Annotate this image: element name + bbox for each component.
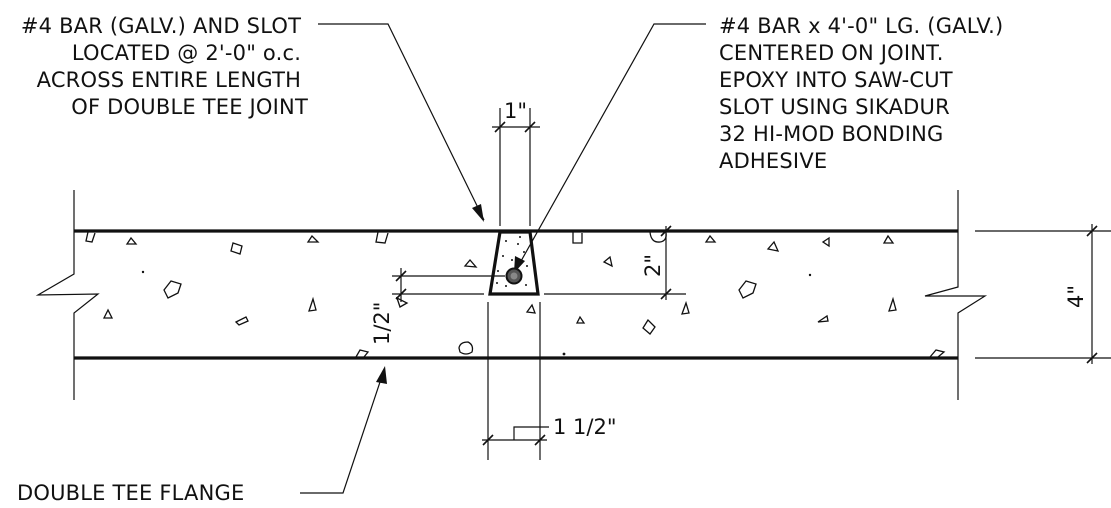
arrowhead-flange bbox=[376, 366, 387, 384]
dim-slot-width-label: 1" bbox=[504, 99, 527, 123]
dim-flange-tick-bottom bbox=[1086, 352, 1098, 364]
dim-joint-tick-left bbox=[482, 434, 494, 446]
dim-slot-depth-label: 2" bbox=[641, 254, 665, 277]
left-break-line bbox=[35, 190, 100, 400]
dim-slot-depth-tick-top bbox=[660, 225, 672, 237]
note-flange: DOUBLE TEE FLANGE bbox=[17, 481, 244, 505]
aggregate-dot bbox=[141, 270, 145, 274]
dim-bar-offset-tick-top bbox=[395, 270, 407, 282]
note-bar-length: #4 BAR x 4'-0" LG. (GALV.) CENTERED ON J… bbox=[719, 14, 1010, 173]
dim-flange-tick-top bbox=[1086, 225, 1098, 237]
bar-inner bbox=[510, 272, 518, 280]
leader-bar-slot bbox=[318, 23, 485, 221]
dim-bar-offset-label: 1/2" bbox=[370, 302, 394, 345]
arrowhead-bar-slot bbox=[472, 204, 484, 222]
right-break-line bbox=[924, 190, 988, 400]
dim-slot-width-tick-right bbox=[524, 121, 536, 133]
dim-slot-depth-tick-bottom bbox=[660, 288, 672, 300]
dim-bar-offset-tick-bottom bbox=[395, 288, 407, 300]
dim-joint-tick-right bbox=[534, 434, 546, 446]
leader-flange bbox=[300, 369, 385, 494]
aggregate-dot bbox=[808, 273, 812, 277]
dim-flange-label: 4" bbox=[1064, 285, 1088, 308]
aggregate-dot bbox=[562, 352, 566, 356]
dim-slot-width-tick-left bbox=[494, 121, 506, 133]
note-bar-slot: #4 BAR (GALV.) AND SLOT LOCATED @ 2'-0" … bbox=[21, 14, 308, 119]
leader-bar-length bbox=[515, 23, 706, 271]
dim-joint-leader bbox=[513, 426, 549, 440]
concrete-aggregate-hatch bbox=[85, 231, 946, 358]
saw-cut-slot bbox=[488, 230, 540, 296]
epoxy-stipple bbox=[496, 236, 528, 287]
dim-joint-label: 1 1/2" bbox=[553, 415, 617, 439]
